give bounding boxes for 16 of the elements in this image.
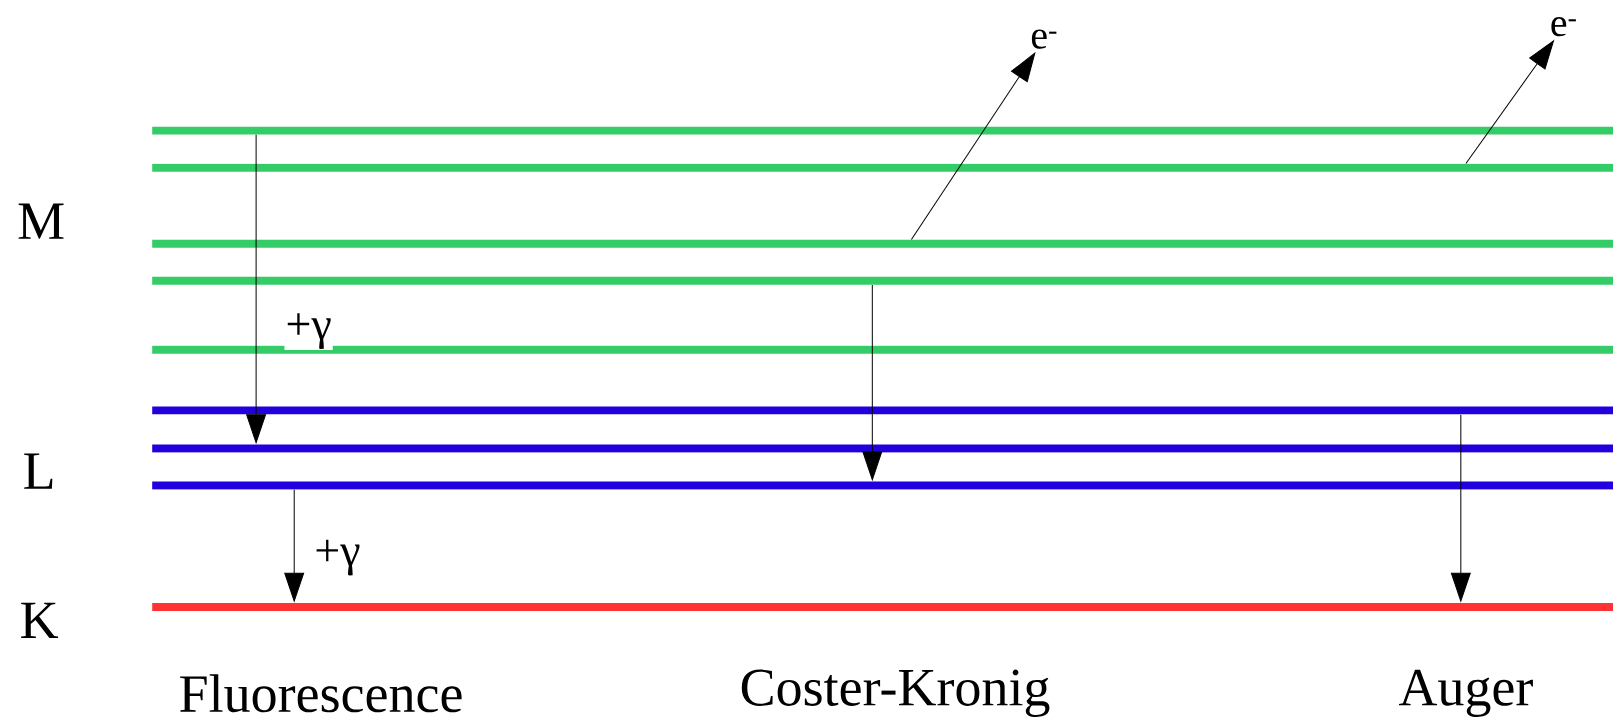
arrow <box>910 52 1036 241</box>
arrow <box>246 134 267 444</box>
electron-label: e$^{-}$ <box>1031 29 1057 49</box>
arrow <box>1450 414 1471 602</box>
arrow <box>862 284 883 481</box>
process-label: Coster-Kronig <box>741 669 1050 717</box>
shell-label: L <box>24 453 53 489</box>
edge-label: +γ <box>284 312 333 351</box>
process-label: Auger <box>1399 669 1533 717</box>
electron-label: e$^{-}$ <box>1551 17 1576 37</box>
arrow <box>1465 40 1555 164</box>
shell-label: M <box>18 203 64 239</box>
arrow <box>284 489 305 602</box>
shell-label: K <box>21 602 59 638</box>
edge-label: +γ <box>313 538 362 577</box>
process-label: Fluorescence <box>180 674 462 713</box>
